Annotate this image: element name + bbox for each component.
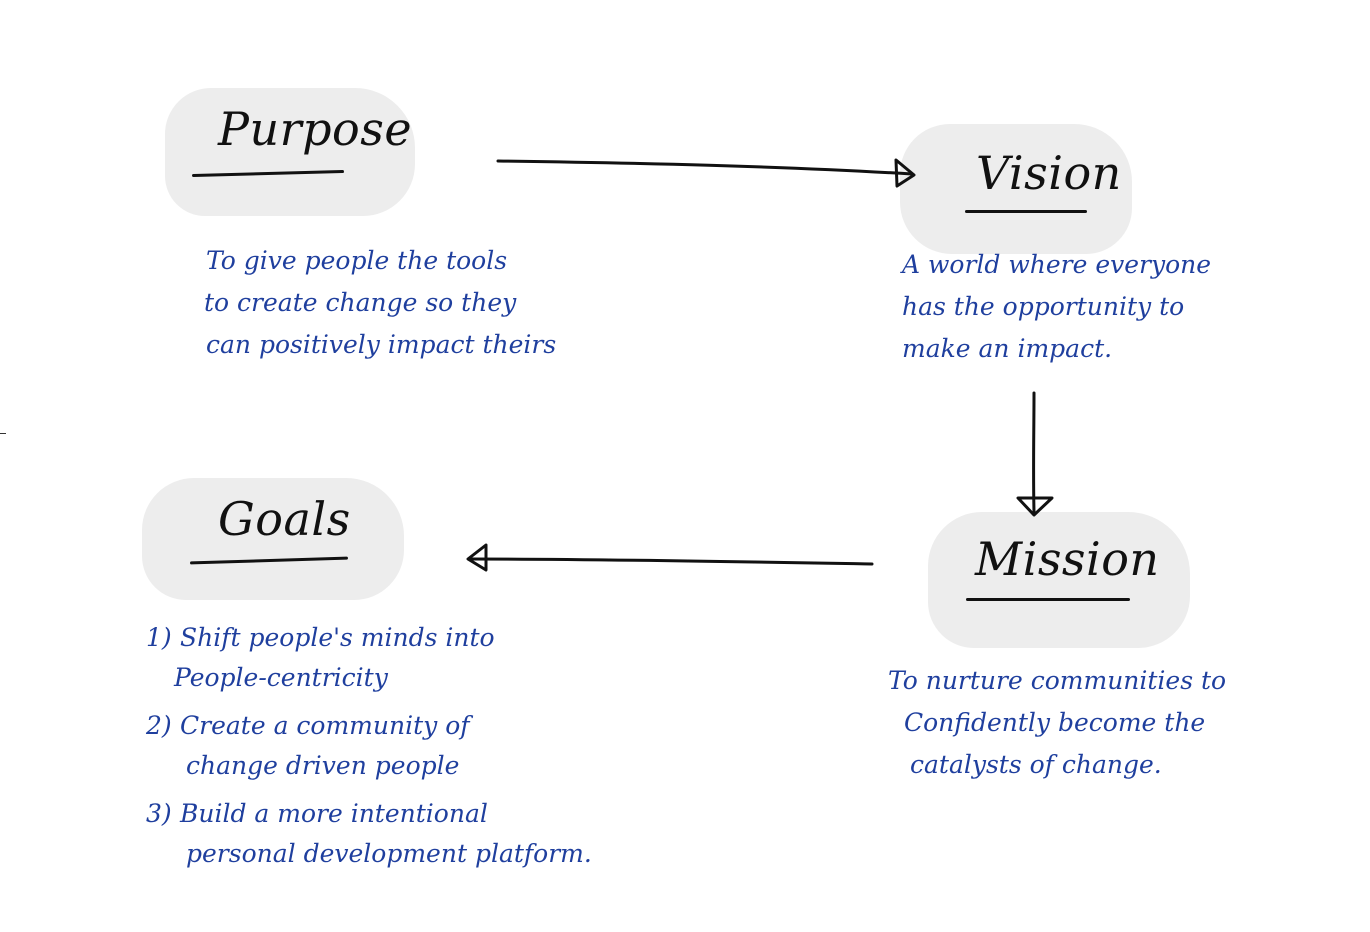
goals-list: 1) Shift people's minds into People-centr… xyxy=(146,618,592,874)
goals-item-line: Create a community of xyxy=(180,711,470,740)
goals-list-item: 1) Shift people's minds into People-centr… xyxy=(146,618,592,698)
goals-item-line: Build a more intentional xyxy=(180,799,488,828)
goals-item-line: People-centricity xyxy=(174,663,388,692)
goals-item-line: Shift people's minds into xyxy=(180,623,495,652)
vision-text-line: has the opportunity to xyxy=(902,292,1185,321)
arrow-purpose-to-vision xyxy=(496,158,916,188)
vision-text-line: A world where everyone xyxy=(902,250,1212,279)
goals-heading: Goals xyxy=(218,492,351,546)
arrow-vision-to-mission xyxy=(1016,391,1054,517)
vision-text-line: make an impact. xyxy=(902,334,1113,363)
goals-list-item: 3) Build a more intentional personal deve… xyxy=(146,794,592,874)
mission-text-line: To nurture communities to xyxy=(888,666,1227,695)
purpose-text: To give people the tools to create chang… xyxy=(182,240,556,366)
vision-heading: Vision xyxy=(976,146,1122,200)
vision-underline xyxy=(965,210,1087,213)
purpose-highlight-blob xyxy=(165,88,415,216)
purpose-heading: Purpose xyxy=(218,102,413,156)
purpose-text-line: to create change so they xyxy=(204,288,517,317)
mission-text-line: catalysts of change. xyxy=(910,750,1162,779)
goals-item-number: 1) xyxy=(146,623,172,652)
goals-highlight-blob xyxy=(142,478,404,600)
mission-highlight-blob xyxy=(928,512,1190,648)
edge-tick-mark xyxy=(0,433,6,434)
goals-item-line: personal development platform. xyxy=(186,839,592,868)
mission-text-line: Confidently become the xyxy=(904,708,1206,737)
vision-highlight-blob xyxy=(900,124,1132,254)
vision-text: A world where everyone has the opportuni… xyxy=(902,244,1211,370)
purpose-text-line: can positively impact theirs xyxy=(206,330,557,359)
goals-list-item: 2) Create a community of change driven pe… xyxy=(146,706,592,786)
goals-item-line: change driven people xyxy=(186,751,460,780)
arrow-mission-to-goals xyxy=(466,543,874,572)
goals-item-number: 3) xyxy=(146,799,172,828)
mission-text: To nurture communities to Confidently be… xyxy=(886,660,1226,786)
purpose-text-line: To give people the tools xyxy=(206,246,508,275)
goals-item-number: 2) xyxy=(146,711,172,740)
mission-underline xyxy=(966,598,1130,601)
mission-heading: Mission xyxy=(975,532,1160,586)
